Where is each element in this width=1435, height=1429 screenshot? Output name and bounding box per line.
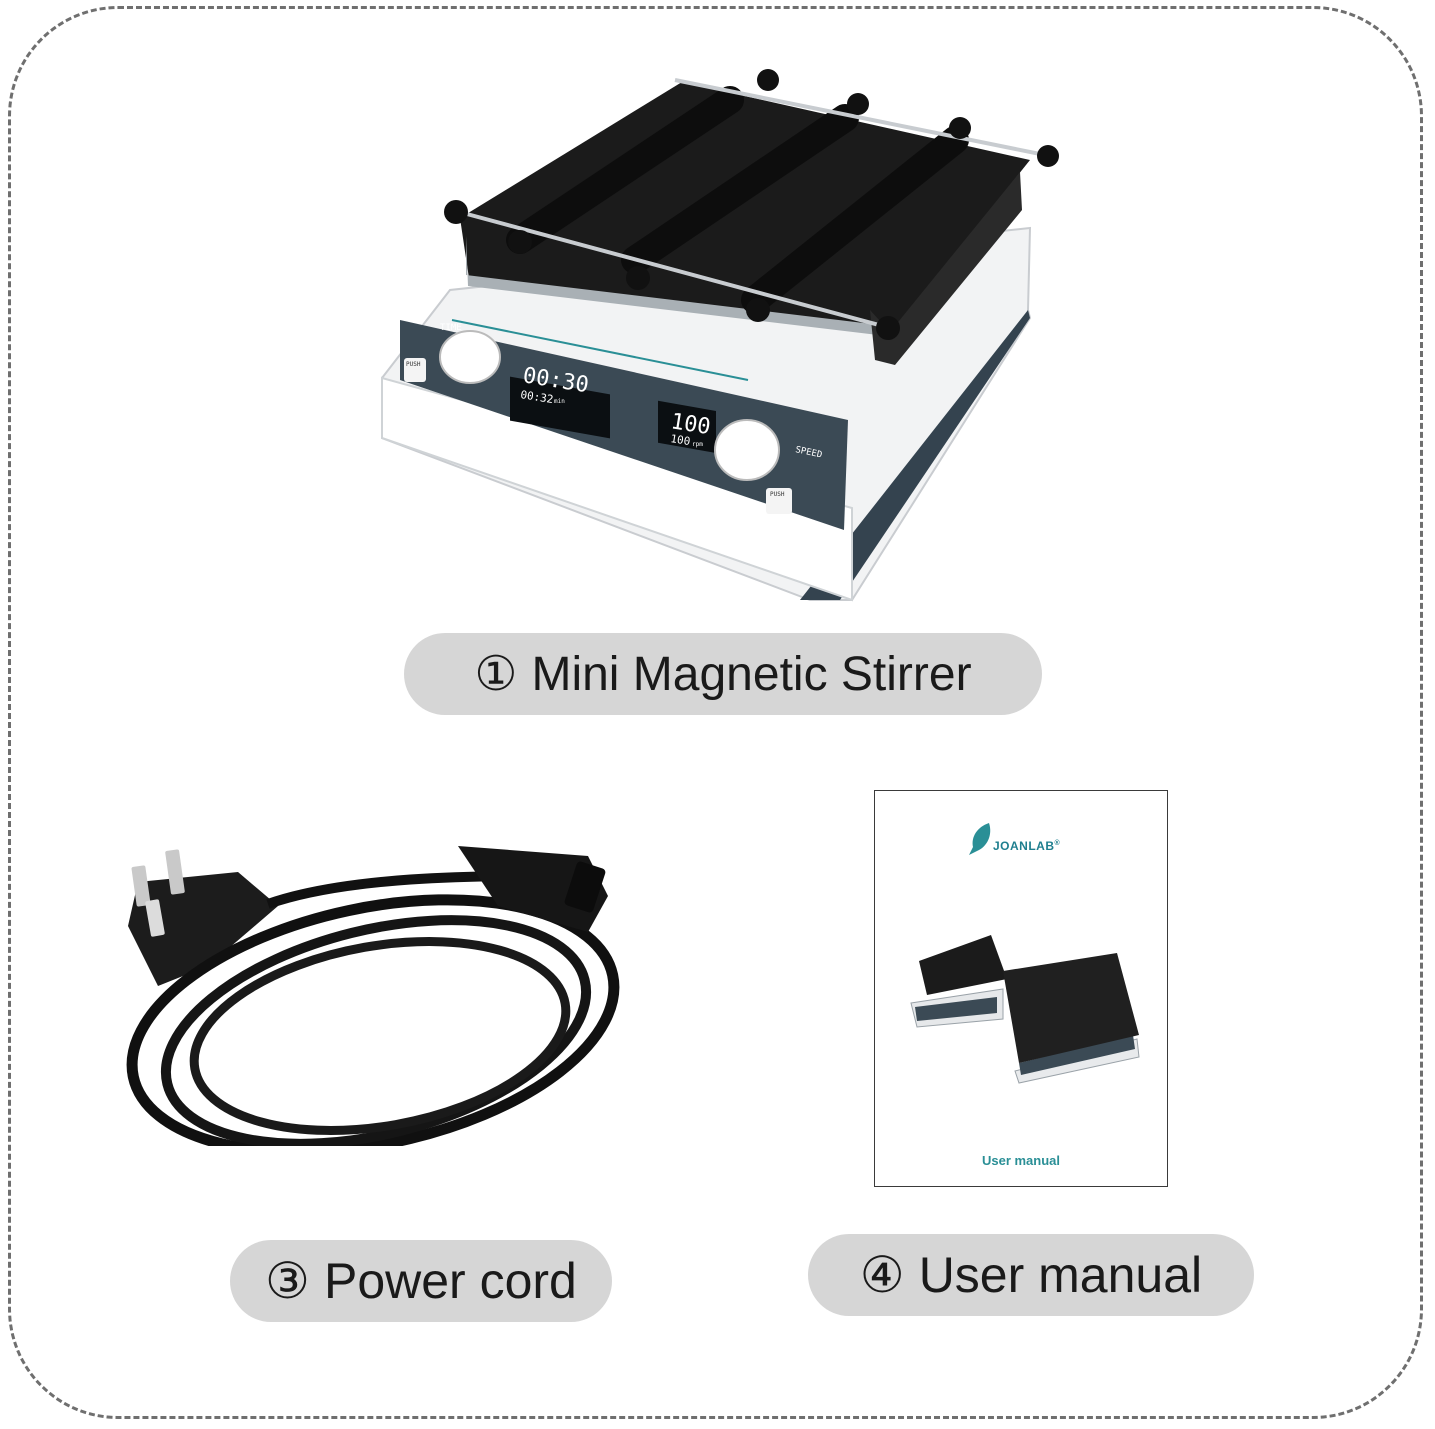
time-label: TIME (440, 323, 462, 333)
item-number: ① (474, 646, 518, 702)
fish-logo-icon (969, 823, 991, 855)
manual-cover-title: User manual (981, 1153, 1061, 1168)
time-knob (439, 330, 501, 384)
time-push-button (404, 358, 426, 382)
time-push-label: PUSH (406, 361, 421, 368)
speed-display: 100 (669, 409, 712, 440)
item-label-text: User manual (918, 1247, 1203, 1303)
speed-push-label: PUSH (770, 491, 785, 498)
brand-logo-text: JOANLAB® (993, 839, 1061, 853)
user-manual-booklet: JOANLAB® User manual (874, 790, 1168, 1187)
time-unit: min (554, 398, 565, 405)
time-sub-display: 00:32 (520, 388, 555, 406)
dashed-border-frame (8, 6, 1423, 1419)
power-cord-image (126, 846, 620, 1146)
speed-push-button (766, 488, 792, 514)
stirrer-image: TIME SPEED 00:30 00:32 min 100 100 rpm P… (381, 69, 1059, 602)
item-label-text: Mini Magnetic Stirrer (531, 647, 972, 701)
item-label-power-cord: ③ Power cord (230, 1240, 612, 1322)
item-number: ③ (265, 1252, 310, 1310)
speed-knob (714, 419, 780, 481)
item-label-stirrer: ① Mini Magnetic Stirrer (404, 633, 1042, 715)
item-label-text: Power cord (323, 1253, 577, 1309)
item-label-user-manual: ④ User manual (808, 1234, 1254, 1316)
manual-cover-image (910, 935, 1140, 1084)
speed-sub-display: 100 (670, 432, 692, 448)
tray (460, 82, 1030, 335)
speed-unit: rpm (692, 441, 703, 448)
item-number: ④ (859, 1246, 905, 1304)
